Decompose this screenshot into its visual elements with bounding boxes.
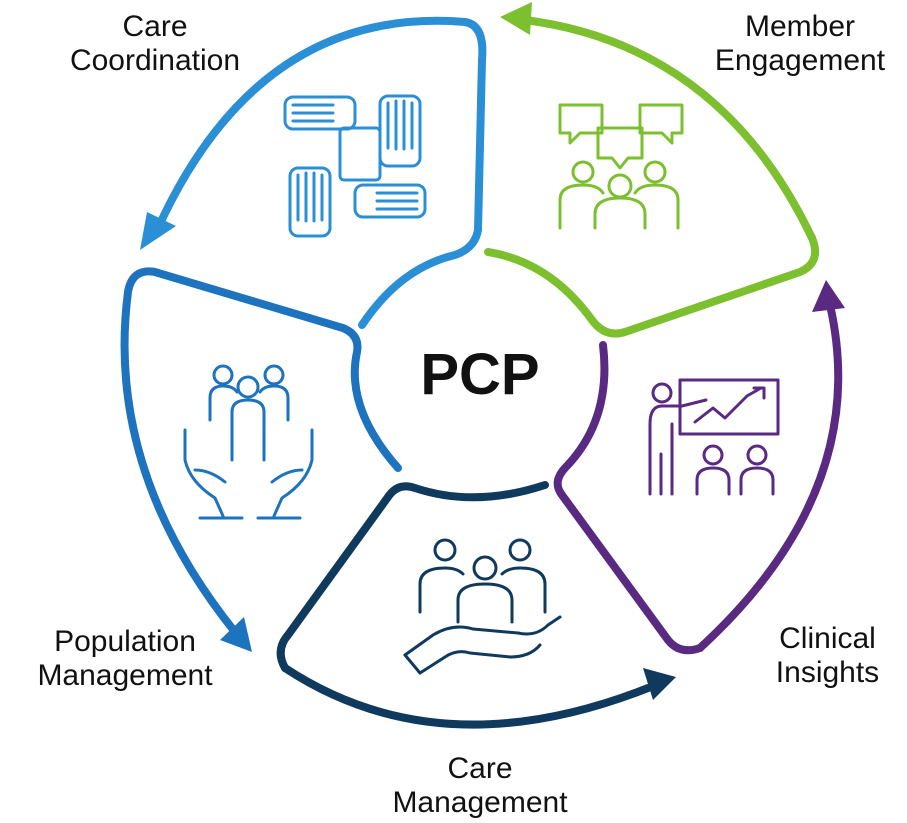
hands-teamwork-icon — [283, 94, 427, 238]
label-population-management: Population Management — [5, 625, 245, 693]
segment-member-engagement-outline — [484, 234, 819, 338]
center-hub — [390, 283, 574, 467]
segment-member-engagement — [484, 2, 819, 338]
label-clinical-insights-line2: Insights — [775, 656, 880, 689]
member-engagement-arrowhead — [500, 2, 532, 35]
segment-care-coordination-outline — [358, 18, 487, 329]
label-care-management-line2: Management — [392, 786, 568, 819]
label-population-management-line2: Management — [37, 659, 213, 692]
label-care-management-line1: Care — [447, 752, 513, 785]
label-population-management-line1: Population — [54, 625, 196, 658]
label-care-coordination: Care Coordination — [35, 10, 275, 78]
clinical-insights-arrow — [696, 301, 843, 652]
label-clinical-insights-line1: Clinical — [779, 622, 876, 655]
member-engagement-arrow — [521, 16, 816, 242]
presentation-chart-icon — [648, 378, 780, 496]
segment-clinical-insights-outline — [553, 341, 704, 655]
label-care-coordination-line2: Coordination — [69, 44, 241, 77]
label-member-engagement-line2: Engagement — [714, 44, 886, 77]
population-management-arrowhead — [220, 617, 252, 652]
label-member-engagement: Member Engagement — [695, 10, 905, 78]
population-management-arrow — [120, 288, 239, 636]
segment-population-management — [120, 267, 402, 652]
label-care-management: Care Management — [360, 752, 600, 820]
segment-population-management-outline — [124, 267, 402, 472]
care-management-arrow — [281, 664, 652, 729]
group-in-hand-icon — [403, 538, 562, 675]
people-chat-icon — [558, 103, 684, 230]
label-clinical-insights: Clinical Insights — [750, 622, 905, 690]
label-member-engagement-line1: Member — [744, 10, 856, 43]
segment-clinical-insights — [553, 280, 845, 655]
care-coordination-arrowhead — [140, 212, 176, 250]
clinical-insights-arrowhead — [812, 280, 845, 312]
care-coordination-arrow — [154, 16, 469, 232]
segment-care-coordination — [140, 16, 487, 329]
segment-care-management — [276, 481, 676, 729]
segment-care-management-outline — [276, 481, 549, 672]
center-label: PCP — [420, 342, 540, 407]
label-care-coordination-line1: Care — [122, 10, 188, 43]
people-in-hands-icon — [183, 364, 314, 520]
care-management-arrowhead — [643, 668, 676, 700]
